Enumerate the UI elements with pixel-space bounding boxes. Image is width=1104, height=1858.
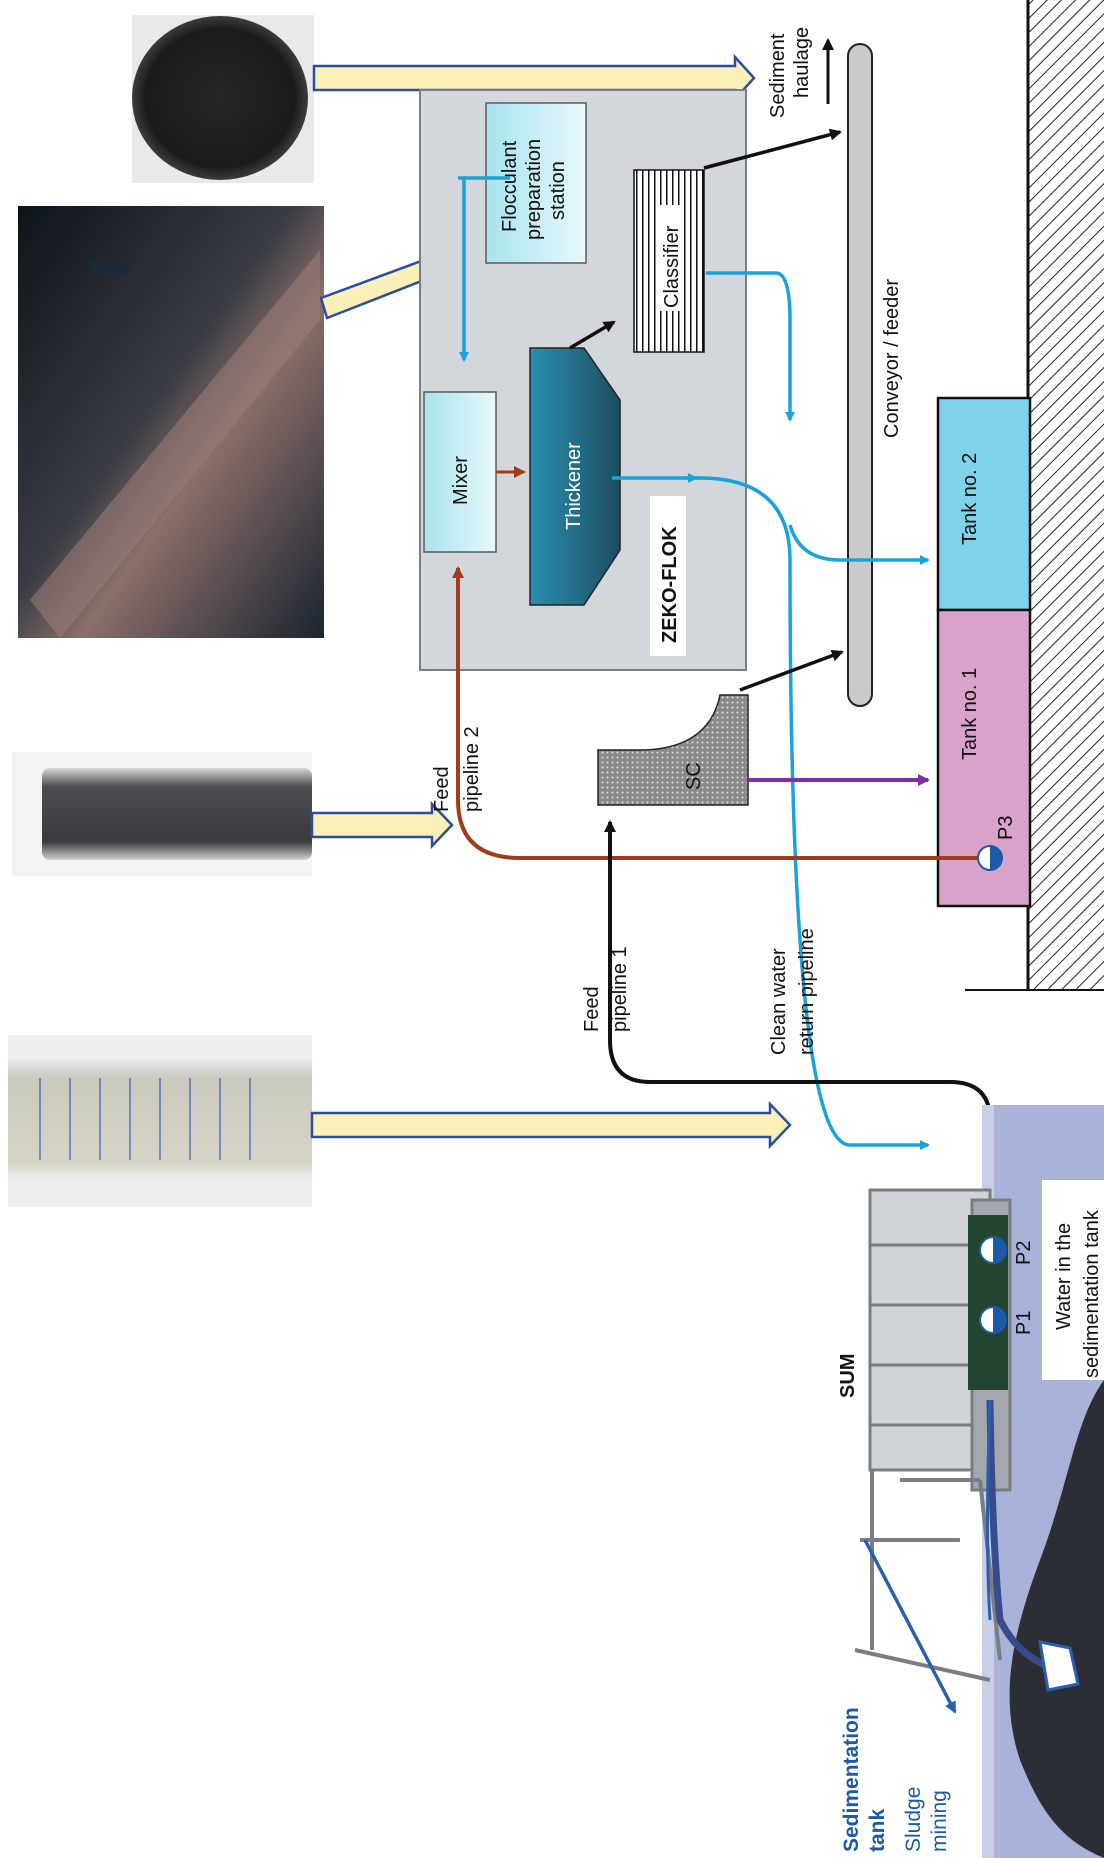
sc-label: SC [683, 762, 705, 790]
feed-pipeline-1-label-2: pipeline 1 [609, 946, 631, 1032]
water-label-2: sedimentation tank [1081, 1209, 1103, 1378]
thickener-label: Thickener [563, 442, 585, 530]
tank-1-label: Tank no. 1 [959, 668, 981, 760]
feed-pipeline-2-label-1: Feed [431, 766, 453, 812]
classifier-label: Classifier [661, 225, 683, 308]
pump-p1 [980, 1307, 1006, 1333]
p2-label: P2 [1013, 1241, 1035, 1265]
sludge-mining-label-1: Sludge [902, 1787, 925, 1852]
sedimentation-tank-label-1: Sedimentation [840, 1707, 863, 1852]
photo-sediment-pile [132, 15, 314, 183]
conveyor-belt [848, 44, 872, 706]
tank-2 [938, 398, 1030, 610]
water-label-1: Water in the [1053, 1223, 1075, 1330]
crane-arm [855, 1470, 1000, 1680]
conveyor-label: Conveyor / feeder [881, 279, 903, 438]
p1-label: P1 [1013, 1311, 1035, 1335]
flocculant-label-3: station [547, 161, 569, 220]
sum-label: SUM [837, 1354, 859, 1398]
tank-2-label: Tank no. 2 [959, 453, 981, 545]
feed-pipeline-2-label-2: pipeline 2 [461, 726, 483, 812]
flocculant-label-2: preparation [523, 139, 545, 240]
photo-cylinder-dark [12, 752, 312, 876]
flocculant-label-1: Flocculant [499, 140, 521, 232]
ground-hatch [1028, 0, 1104, 990]
photo-classifier-belt [18, 206, 324, 638]
sludge-mining-arrow [865, 1540, 955, 1712]
feed-pipeline-1-label-1: Feed [581, 986, 603, 1032]
sediment-haulage-label-1: Sediment [767, 33, 789, 118]
sc-shape [598, 695, 748, 805]
pump-p2 [980, 1237, 1006, 1263]
p3-label: P3 [995, 816, 1017, 840]
zeko-flok-label: ZEKO-FLOK [659, 526, 681, 643]
mixer-label: Mixer [450, 456, 472, 505]
sedimentation-tank-label-2: tank [866, 1809, 889, 1853]
sludge-mining-label-2: mining [928, 1790, 951, 1852]
clean-water-label-2: return pipeline [796, 928, 818, 1055]
photo-cylinder-light [8, 1035, 312, 1207]
sediment-haulage-label-2: haulage [791, 27, 813, 98]
clean-water-label-1: Clean water [768, 948, 790, 1055]
pump-p3 [978, 846, 1002, 870]
